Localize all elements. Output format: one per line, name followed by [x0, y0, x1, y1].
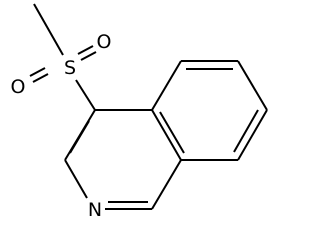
oxygen-upper-atom-label: O	[97, 31, 112, 53]
c6-c7-bond	[237, 60, 268, 111]
c7-c8-inner-bond	[233, 109, 259, 153]
s-o-lower-bond-2	[32, 73, 49, 83]
oxygen-lower-atom-label: O	[11, 76, 26, 98]
s-o-lower-bond-1	[29, 67, 46, 77]
c4a-c8a-inner-bond	[159, 111, 185, 154]
sulfur-atom-label: S	[64, 57, 76, 79]
c1-c8a-bond	[151, 159, 182, 210]
c3-n-bond	[64, 159, 88, 199]
molecule-structure: S O O N	[11, 3, 268, 221]
s-c4-bond	[75, 79, 96, 111]
c4a-c5-bond	[151, 60, 182, 111]
s-o-upper-bond-2	[80, 51, 97, 61]
c7-c8-bond	[237, 109, 268, 161]
s-o-upper-bond-1	[77, 45, 94, 55]
methyl-bond	[33, 3, 64, 56]
c4a-c8a-bond	[151, 109, 182, 161]
nitrogen-atom-label: N	[88, 199, 102, 221]
c4-c3-inner-bond	[69, 120, 90, 154]
